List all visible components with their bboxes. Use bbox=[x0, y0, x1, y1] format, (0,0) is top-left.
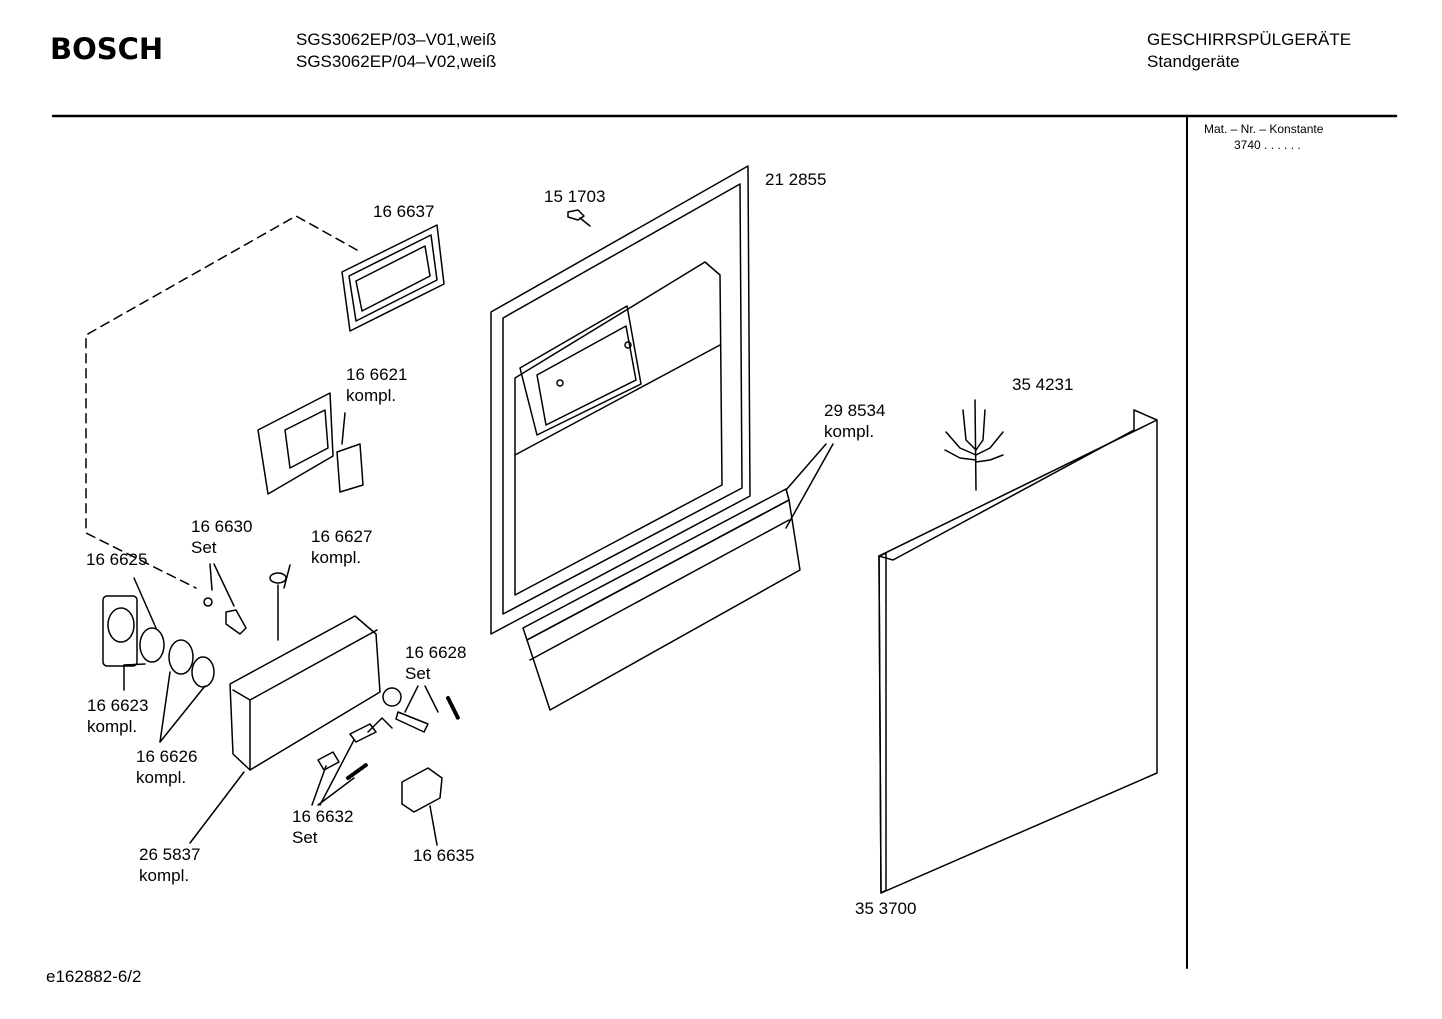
part-label-166637: 16 6637 bbox=[373, 202, 435, 221]
model-line-2: SGS3062EP/04–V02,weiß bbox=[296, 52, 497, 71]
material-number-heading: Mat. – Nr. – Konstante bbox=[1204, 122, 1324, 136]
assembly-dashed-outline bbox=[85, 215, 358, 589]
dispenser-cap-part bbox=[102, 595, 138, 667]
part-label-166635: 16 6635 bbox=[413, 846, 475, 865]
part-number: 26 5837 bbox=[139, 845, 201, 864]
seal-ring-part bbox=[139, 627, 165, 663]
microswitch-part bbox=[401, 767, 443, 813]
dispenser-housing-part bbox=[229, 615, 381, 771]
part-number: 16 6623 bbox=[87, 696, 149, 715]
filter-screen-part bbox=[257, 392, 364, 495]
part-number: 16 6626 bbox=[136, 747, 198, 766]
part-label-298534: 29 8534 kompl. bbox=[824, 400, 885, 442]
detergent-opening bbox=[519, 305, 642, 436]
spring-set-part bbox=[382, 687, 460, 733]
part-number: 29 8534 bbox=[824, 401, 886, 420]
inner-door-panel bbox=[490, 165, 751, 635]
part-label-353700: 35 3700 bbox=[855, 899, 917, 918]
part-label-151703: 15 1703 bbox=[544, 187, 606, 206]
cable-loom-part bbox=[944, 399, 1004, 491]
spring-pin-part bbox=[269, 572, 287, 641]
part-note: kompl. bbox=[139, 866, 190, 885]
brand-logo: BOSCH bbox=[50, 32, 164, 66]
sleeve-part bbox=[168, 639, 215, 688]
part-label-166632: 16 6632 Set bbox=[292, 806, 353, 848]
part-number: 16 6630 bbox=[191, 517, 253, 536]
lower-trim-strip bbox=[522, 488, 801, 711]
part-label-166628: 16 6628 Set bbox=[405, 642, 466, 684]
part-label-166630: 16 6630 Set bbox=[191, 516, 252, 558]
part-note: Set bbox=[405, 664, 431, 683]
screw-part bbox=[567, 209, 591, 227]
category-title: GESCHIRRSPÜLGERÄTE bbox=[1147, 30, 1352, 49]
gasket-frame-part bbox=[341, 224, 445, 332]
part-note: kompl. bbox=[87, 717, 138, 736]
part-note: kompl. bbox=[311, 548, 362, 567]
part-note: kompl. bbox=[136, 768, 187, 787]
part-number: 16 6632 bbox=[292, 807, 354, 826]
part-label-166621: 16 6621 kompl. bbox=[346, 364, 407, 406]
category-subtitle: Standgeräte bbox=[1147, 52, 1240, 71]
part-note: kompl. bbox=[824, 422, 875, 441]
part-number: 16 6621 bbox=[346, 365, 408, 384]
part-note: Set bbox=[191, 538, 217, 557]
model-line-1: SGS3062EP/03–V01,weiß bbox=[296, 30, 497, 49]
part-number: 16 6628 bbox=[405, 643, 467, 662]
lever-part bbox=[203, 597, 247, 635]
leader-lines bbox=[123, 412, 834, 846]
part-label-166627: 16 6627 kompl. bbox=[311, 526, 372, 568]
part-label-212855: 21 2855 bbox=[765, 170, 827, 189]
part-label-354231: 35 4231 bbox=[1012, 375, 1074, 394]
part-label-166626: 16 6626 kompl. bbox=[136, 746, 197, 788]
part-label-166623: 16 6623 kompl. bbox=[87, 695, 148, 737]
part-note: Set bbox=[292, 828, 318, 847]
outer-door-panel bbox=[878, 409, 1158, 894]
part-label-265837: 26 5837 kompl. bbox=[139, 844, 200, 886]
latch-set-part bbox=[317, 717, 393, 780]
drawing-id: e162882-6/2 bbox=[46, 967, 142, 986]
part-note: kompl. bbox=[346, 386, 397, 405]
material-number-value: 3740 . . . . . . bbox=[1234, 138, 1301, 152]
part-number: 16 6627 bbox=[311, 527, 373, 546]
part-label-166625: 16 6625 bbox=[86, 550, 148, 569]
